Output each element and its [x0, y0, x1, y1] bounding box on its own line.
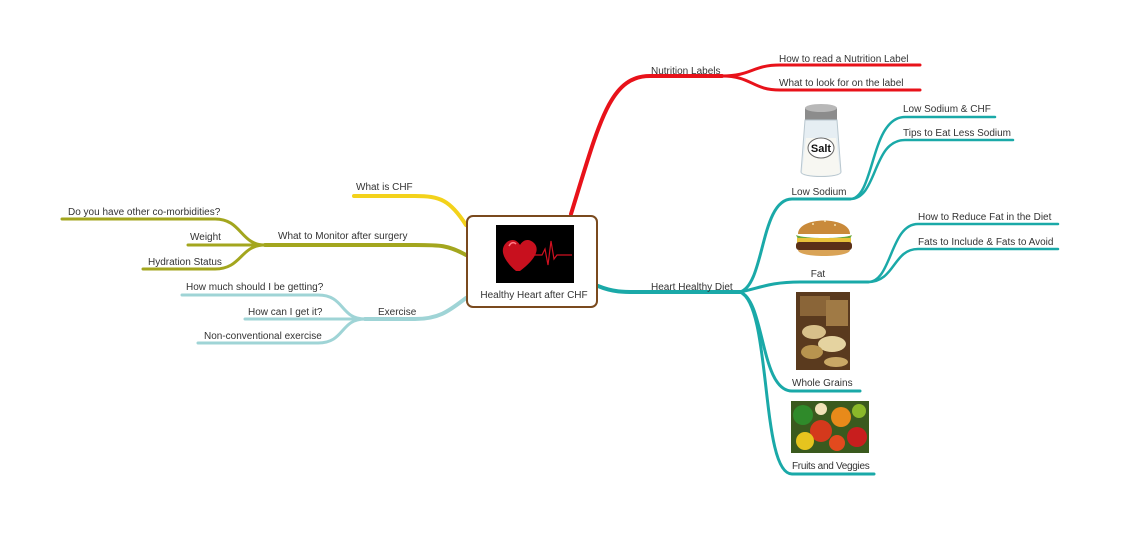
leaf-low-sodium-chf[interactable]: Low Sodium & CHF [903, 104, 991, 115]
topic-nutrition-labels[interactable]: Nutrition Labels [651, 66, 721, 77]
topic-heart-healthy-diet[interactable]: Heart Healthy Diet [651, 282, 733, 293]
connector-low-sodium [738, 197, 852, 294]
connector-fat [738, 280, 870, 294]
connector-tips-less-sodium [848, 138, 1015, 201]
subtopic-fat[interactable]: Fat [810, 269, 826, 280]
subtopic-how-can-i-get-it[interactable]: How can I get it? [248, 307, 323, 318]
subtopic-whole-grains[interactable]: Whole Grains [792, 378, 853, 389]
subtopic-comorbidities[interactable]: Do you have other co-morbidities? [68, 207, 221, 218]
subtopic-fruits-veggies[interactable]: Fruits and Veggies [792, 461, 870, 472]
connector-comorbidities [60, 217, 267, 247]
connector-reduce-fat [866, 222, 1060, 284]
central-topic-title: Healthy Heart after CHF [480, 290, 588, 301]
central-topic-node[interactable]: Healthy Heart after CHF [466, 215, 598, 308]
subtopic-weight[interactable]: Weight [190, 232, 221, 243]
heart-heartbeat-image [496, 225, 574, 283]
branch-connector-nutrition-labels [569, 74, 724, 216]
leaf-reduce-fat[interactable]: How to Reduce Fat in the Diet [918, 212, 1052, 223]
topic-what-to-monitor[interactable]: What to Monitor after surgery [278, 231, 408, 242]
connector-fruits-veggies [738, 290, 876, 476]
salt-shaker-image: Salt [800, 104, 842, 177]
subtopic-low-sodium[interactable]: Low Sodium [791, 187, 847, 198]
salt-label-text: Salt [811, 143, 832, 155]
branch-connector-exercise [363, 296, 468, 321]
hamburger-image [796, 220, 852, 256]
connector-read-nutrition-label [720, 63, 922, 78]
subtopic-hydration-status[interactable]: Hydration Status [148, 257, 222, 268]
branch-connector-what-is-chf [352, 194, 468, 227]
vegetables-image [791, 401, 869, 453]
topic-exercise[interactable]: Exercise [378, 307, 417, 318]
branch-connector-heart-healthy-diet [596, 284, 742, 295]
connector-low-sodium-chf [848, 115, 997, 201]
subtopic-non-conventional-exercise[interactable]: Non-conventional exercise [204, 331, 322, 342]
connector-look-for-label [720, 74, 922, 92]
connector-hydration [141, 243, 267, 271]
connector-fats-include-avoid [866, 247, 1060, 284]
grains-image [796, 292, 850, 370]
subtopic-how-much-exercise[interactable]: How much should I be getting? [186, 282, 324, 293]
subtopic-look-for-label[interactable]: What to look for on the label [779, 78, 904, 89]
leaf-fats-include-avoid[interactable]: Fats to Include & Fats to Avoid [918, 237, 1054, 248]
leaf-tips-less-sodium[interactable]: Tips to Eat Less Sodium [903, 128, 1012, 139]
topic-what-is-chf[interactable]: What is CHF [356, 182, 413, 193]
connector-non-conventional [196, 317, 367, 345]
subtopic-read-nutrition-label[interactable]: How to read a Nutrition Label [779, 54, 909, 65]
branch-connector-monitor [263, 243, 468, 257]
